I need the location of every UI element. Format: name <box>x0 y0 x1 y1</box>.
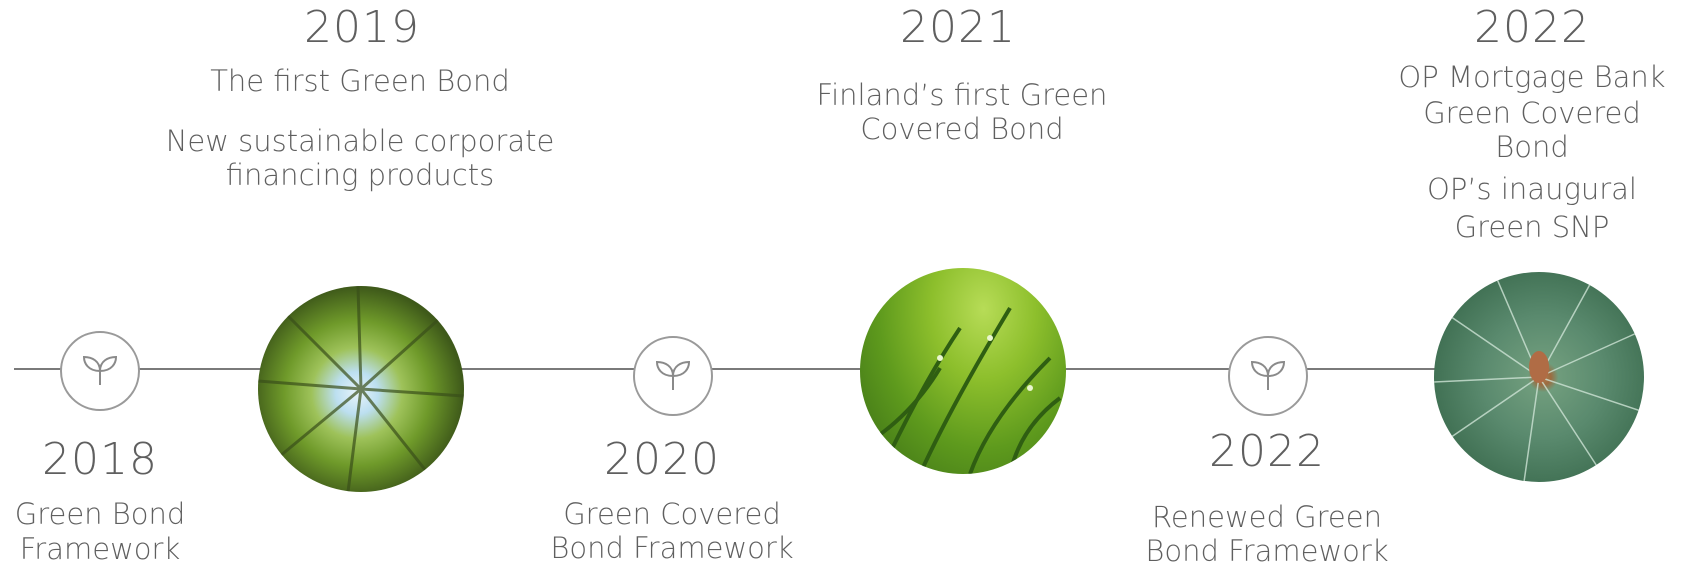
milestone-2018-year: 2018 <box>42 434 158 485</box>
milestone-2019-line-3: financing products <box>225 158 495 192</box>
milestone-2018-line-1: Green Bond <box>14 497 186 531</box>
milestone-2019-line-2: New sustainable corporate <box>165 124 555 158</box>
sprout-icon <box>60 331 140 411</box>
forest-canopy-photo <box>258 286 464 492</box>
timeline-axis <box>14 368 1594 370</box>
milestone-2022-top-line-1: OP Mortgage Bank <box>1398 60 1666 94</box>
pine-branch-photo <box>1434 272 1644 482</box>
milestone-2022-top-year: 2022 <box>1474 2 1590 53</box>
milestone-2020-line-1: Green Covered <box>563 497 781 531</box>
sprout-icon <box>1228 336 1308 416</box>
milestone-2021-year: 2021 <box>900 2 1016 53</box>
dewy-grass-photo <box>860 268 1066 474</box>
milestone-2019-line-1: The first Green Bond <box>210 64 510 98</box>
milestone-2018-line-2: Framework <box>19 532 181 566</box>
milestone-2022-bottom-year: 2022 <box>1209 426 1325 477</box>
milestone-2022-bottom-line-2: Bond Framework <box>1145 534 1389 568</box>
milestone-2020-year: 2020 <box>604 434 720 485</box>
milestone-2022-bottom-line-1: Renewed Green <box>1152 500 1382 534</box>
milestone-2020-line-2: Bond Framework <box>550 531 794 565</box>
milestone-2019-year: 2019 <box>304 2 420 53</box>
milestone-2022-top-line-3: OP’s inaugural <box>1427 172 1637 206</box>
milestone-2021-line-1: Finland’s first Green <box>816 78 1108 112</box>
milestone-2022-top-line-4: Green SNP <box>1454 210 1610 244</box>
milestone-2022-top-line-2: Green Covered Bond <box>1423 96 1641 164</box>
milestone-2021-line-2: Covered Bond <box>860 112 1064 146</box>
sprout-icon <box>633 336 713 416</box>
